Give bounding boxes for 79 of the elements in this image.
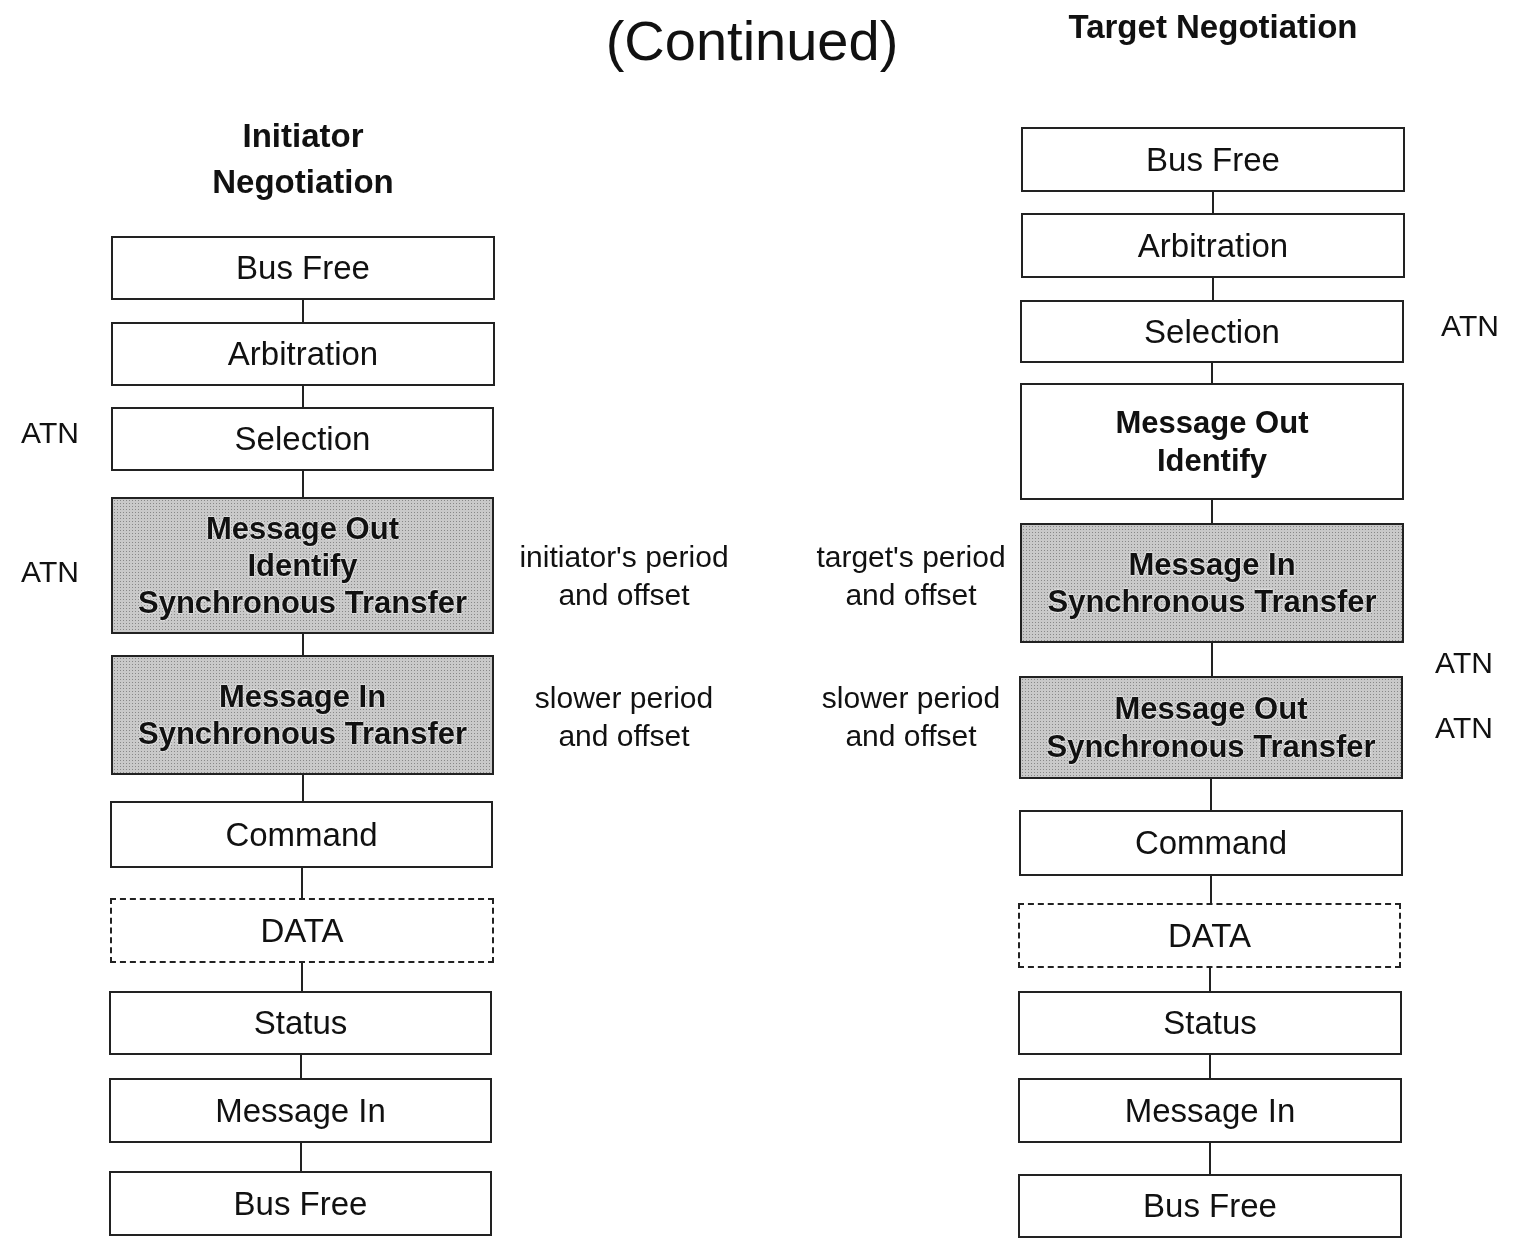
phase-name: Message In (215, 1090, 386, 1131)
connector-line (300, 1054, 302, 1079)
phase-name: Synchronous Transfer (1047, 583, 1377, 621)
connector-line (302, 299, 304, 323)
signal-note: slower period and offset (820, 680, 1002, 754)
phase-name: Message Out (206, 509, 399, 547)
shaded-phase-box (111, 497, 494, 634)
phase-name: Message Out (1115, 404, 1309, 442)
signal-note: ATN (20, 554, 80, 590)
connector-line (1210, 875, 1212, 904)
signal-note: ATN (1434, 710, 1494, 746)
phase-name: Bus Free (236, 248, 370, 288)
connector-line (302, 774, 304, 802)
phase-name: Bus Free (1143, 1186, 1277, 1226)
phase-box (1019, 810, 1403, 876)
phase-box (1021, 127, 1405, 192)
phase-name: Arbitration (1137, 225, 1289, 266)
phase-name: Identify (1156, 441, 1268, 479)
phase-box (109, 991, 492, 1055)
phase-name: Status (1163, 1003, 1257, 1043)
signal-note: target's period and offset (815, 539, 1007, 613)
phase-box (1021, 213, 1405, 278)
phase-name: Status (253, 1003, 348, 1043)
connector-line (302, 633, 304, 656)
diagram-title: (Continued) (604, 8, 900, 73)
connector-line (301, 962, 303, 992)
phase-name: DATA (1167, 915, 1252, 956)
connector-line (302, 385, 304, 408)
phase-name: Message In (1128, 545, 1296, 583)
phase-box (1020, 300, 1404, 363)
phase-box (1018, 991, 1402, 1055)
connector-line (1212, 277, 1214, 301)
signal-note: ATN (20, 415, 80, 451)
signal-note: slower period and offset (533, 680, 715, 754)
shaded-phase-box (1019, 676, 1403, 779)
phase-name: Identify (247, 546, 358, 585)
dashed-phase-box (1018, 903, 1401, 968)
phase-name: Bus Free (233, 1183, 368, 1224)
phase-name: Selection (234, 419, 371, 459)
phase-box (111, 322, 495, 386)
phase-box (110, 801, 493, 868)
signal-note: initiator's period and offset (518, 539, 730, 613)
connector-line (1212, 191, 1214, 214)
phase-name: Message Out (1114, 690, 1308, 728)
phase-box (111, 407, 494, 471)
phase-box (1018, 1174, 1402, 1238)
connector-line (1211, 499, 1213, 524)
connector-line (1210, 778, 1212, 811)
phase-name: Command (225, 814, 378, 855)
connector-line (300, 1142, 302, 1172)
connector-line (1209, 967, 1211, 992)
connector-line (1209, 1142, 1211, 1175)
shaded-phase-box (1020, 523, 1404, 643)
phase-box (1018, 1078, 1402, 1143)
connector-line (1211, 642, 1213, 677)
phase-name: Message In (218, 677, 387, 715)
phase-name: Bus Free (1146, 139, 1280, 180)
phase-box (111, 236, 495, 300)
phase-box (109, 1171, 492, 1236)
phase-name: DATA (260, 910, 344, 951)
phase-name: Arbitration (227, 334, 379, 374)
phase-name: Synchronous Transfer (138, 584, 467, 622)
signal-note: ATN (1434, 645, 1494, 681)
connector-line (301, 867, 303, 899)
connector-line (1209, 1054, 1211, 1079)
phase-name: Selection (1144, 311, 1280, 352)
phase-box (1020, 383, 1404, 500)
phase-name: Message In (1124, 1090, 1296, 1131)
column-heading: Initiator Negotiation (211, 116, 395, 203)
connector-line (302, 470, 304, 498)
shaded-phase-box (111, 655, 494, 775)
column-heading: Target Negotiation (1067, 7, 1359, 47)
connector-line (1211, 362, 1213, 384)
phase-name: Command (1134, 823, 1288, 863)
signal-note: ATN (1440, 308, 1500, 344)
dashed-phase-box (110, 898, 494, 963)
phase-name: Synchronous Transfer (138, 715, 467, 753)
phase-box (109, 1078, 492, 1143)
phase-name: Synchronous Transfer (1046, 727, 1376, 765)
